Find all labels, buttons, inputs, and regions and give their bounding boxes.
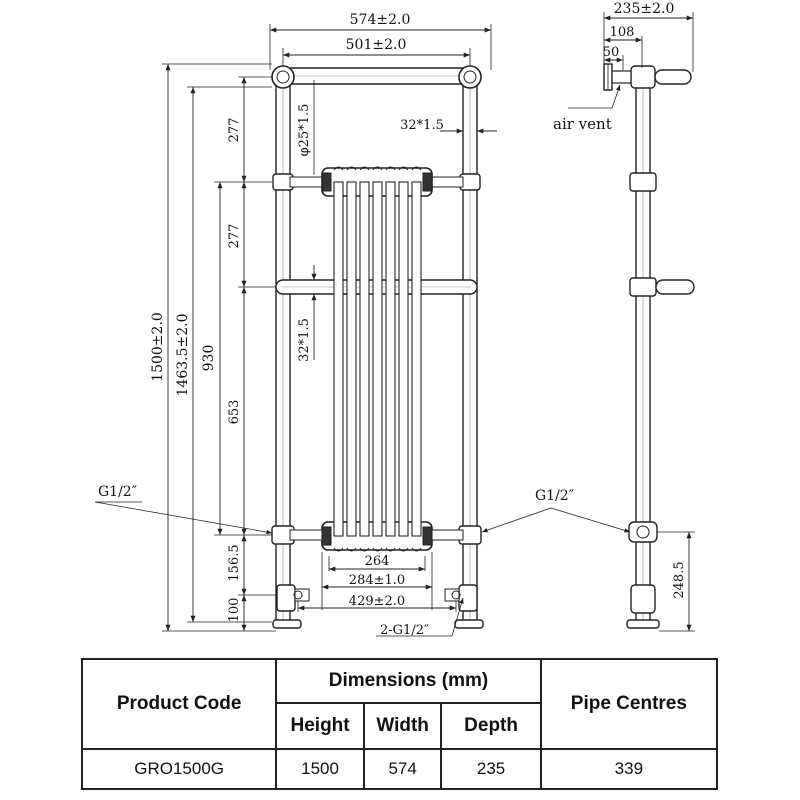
technical-drawing: 574±2.0 501±2.0 1500±2.0 1463.5±2.0 930 … <box>94 1 695 638</box>
thread-bottom-label: 2-G1/2″ <box>380 623 429 638</box>
dim-1500-label: 1500±2.0 <box>150 312 166 382</box>
dim-248-label: 248.5 <box>672 561 687 598</box>
tube-vert-label: 32*1.5 <box>297 318 312 362</box>
table-row: GRO1500G 1500 574 235 339 <box>80 748 719 790</box>
dim-284-label: 284±1.0 <box>349 573 405 588</box>
radiator-columns <box>321 166 433 552</box>
dim-100-label: 100 <box>227 598 242 623</box>
header-dimensions: Dimensions (mm) <box>275 658 542 704</box>
corner-cap-left <box>271 65 295 89</box>
header-pipe-centres: Pipe Centres <box>539 658 719 750</box>
side-mid-arm <box>655 279 695 295</box>
dim-653-label: 653 <box>227 400 242 425</box>
dim-156-label: 156.5 <box>227 544 242 581</box>
dim-930-label: 930 <box>201 345 217 372</box>
header-depth: Depth <box>440 702 542 750</box>
side-top-arm <box>654 69 692 85</box>
dim-50-label: 50 <box>603 45 620 60</box>
cell-depth: 235 <box>440 748 542 790</box>
dim-264-label: 264 <box>365 554 390 569</box>
side-view: 235±2.0 108 50 air vent G1/2″ 248.5 <box>481 1 695 632</box>
front-view: 574±2.0 501±2.0 1500±2.0 1463.5±2.0 930 … <box>94 12 497 638</box>
dim-1463-label: 1463.5±2.0 <box>175 314 191 397</box>
dim-429-label: 429±2.0 <box>349 594 405 609</box>
cell-pipe: 339 <box>539 748 719 790</box>
right-valve <box>444 584 484 629</box>
thread-left-label: G1/2″ <box>98 484 137 500</box>
cell-code: GRO1500G <box>80 748 278 790</box>
spec-table: Product Code Dimensions (mm) Pipe Centre… <box>80 658 719 790</box>
corner-cap-right <box>458 65 482 89</box>
tube-side-label: 32*1.5 <box>400 118 444 133</box>
dim-501-label: 501±2.0 <box>346 37 407 53</box>
air-vent-label: air vent <box>553 115 612 133</box>
dim-108-label: 108 <box>610 25 635 40</box>
side-lower-joint <box>628 521 658 543</box>
dim-277-top-label: 277 <box>227 118 242 143</box>
header-width: Width <box>362 702 443 750</box>
header-product-code: Product Code <box>80 658 278 750</box>
tube-top-label: φ25*1.5 <box>297 104 312 157</box>
thread-right-label: G1/2″ <box>535 488 574 504</box>
dim-574-label: 574±2.0 <box>350 12 411 28</box>
dim-277-mid-label: 277 <box>227 224 242 249</box>
header-height: Height <box>275 702 365 750</box>
cell-height: 1500 <box>275 748 365 790</box>
dim-235-label: 235±2.0 <box>614 1 675 17</box>
left-valve <box>272 584 310 629</box>
cell-width: 574 <box>362 748 443 790</box>
